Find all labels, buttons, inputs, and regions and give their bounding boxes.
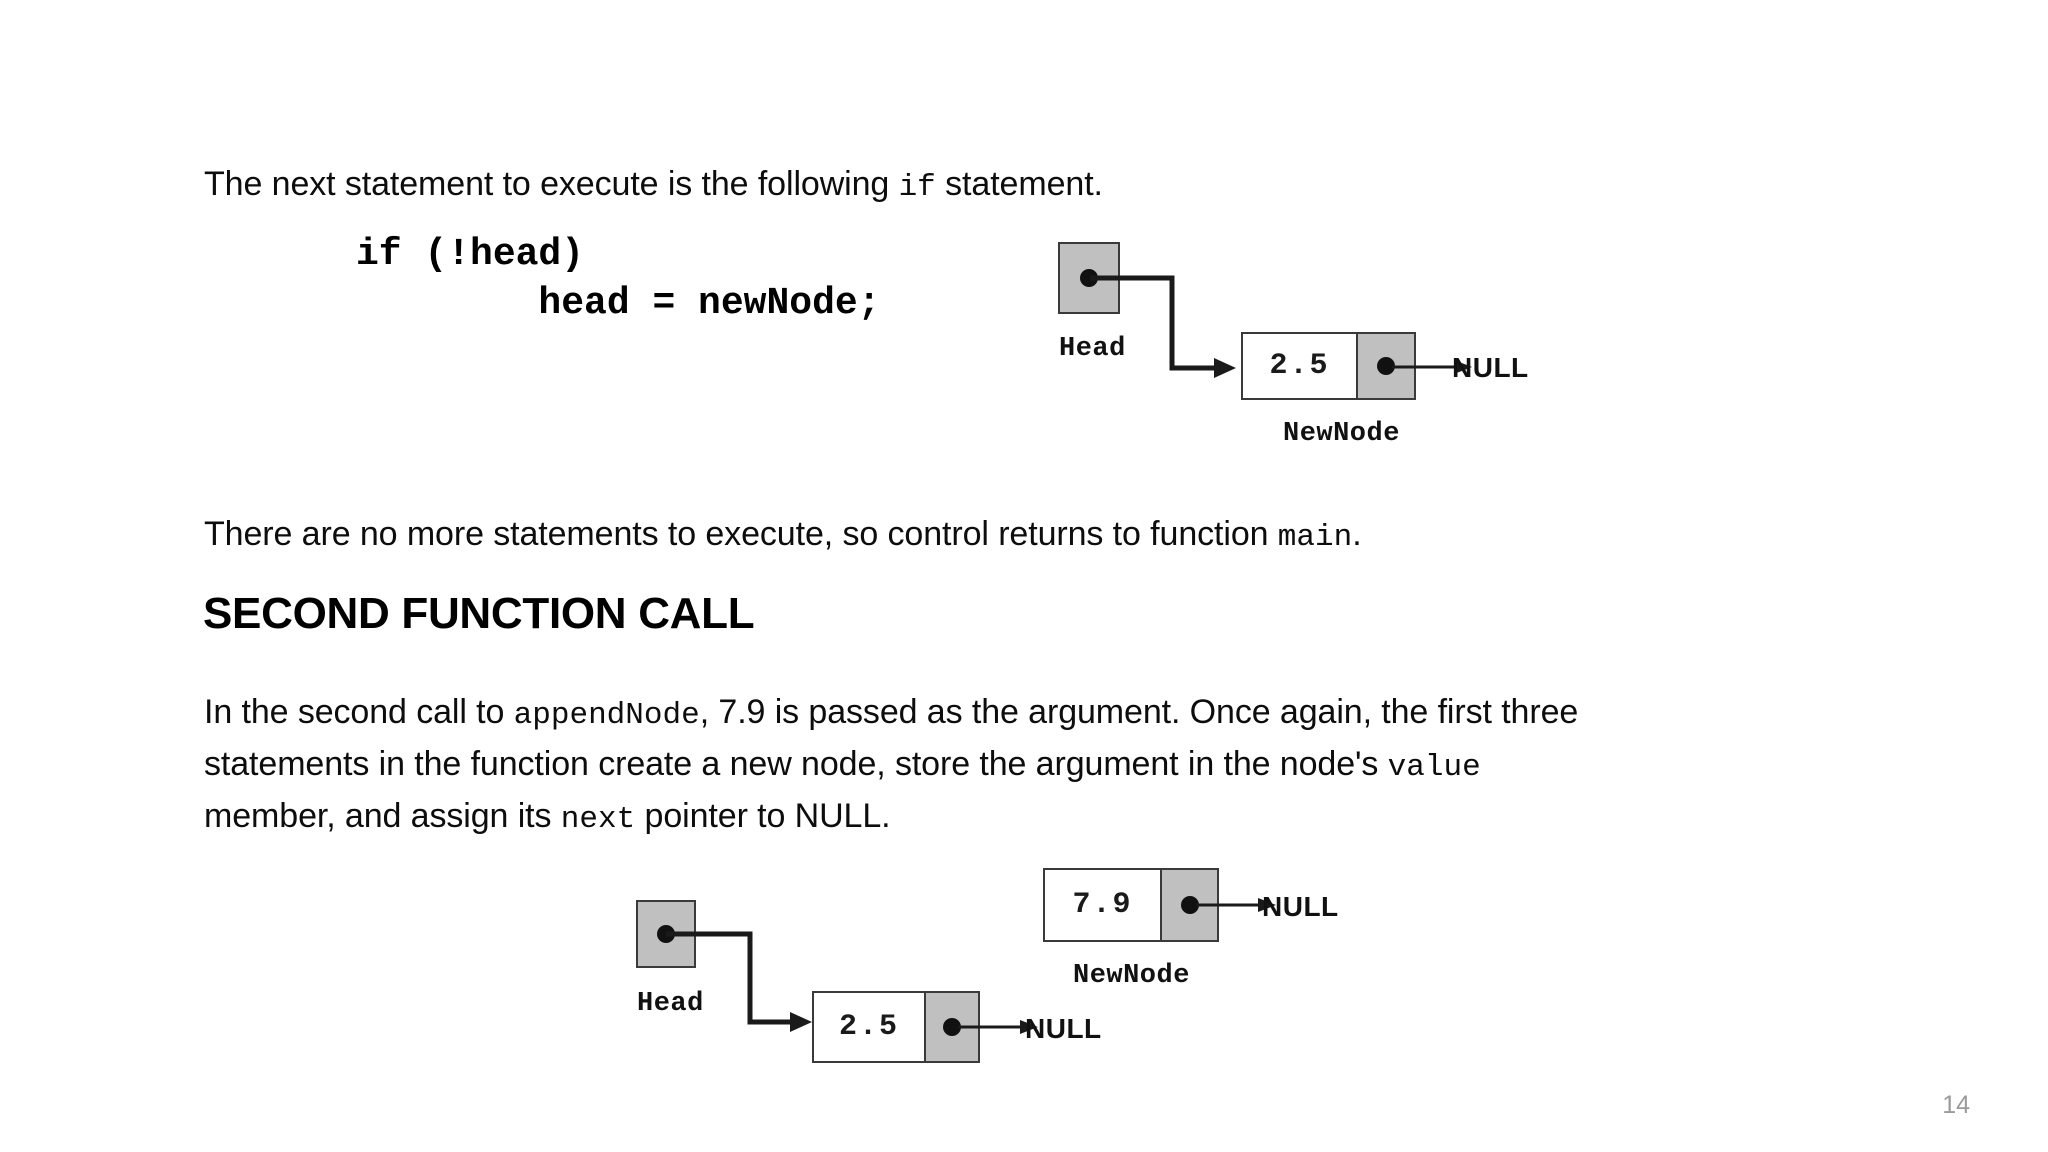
- head-label: Head: [1059, 334, 1126, 364]
- secondcall-text-part1: In the second call to: [204, 693, 514, 731]
- page-number: 14: [1942, 1091, 1970, 1119]
- node-7point9-to-null-arrow: [1196, 898, 1276, 912]
- node-box-newnode: 2.5: [1241, 332, 1416, 400]
- node-box-list-2point5: 2.5: [812, 991, 980, 1063]
- head-label-2: Head: [637, 989, 704, 1019]
- head-pointer-dot: [1080, 269, 1098, 287]
- node-value-cell-7point9: 7.9: [1045, 870, 1160, 940]
- inline-code-next: next: [560, 802, 636, 837]
- node-2point5-to-null-arrow: [958, 1020, 1038, 1034]
- secondcall-text-part4: pointer to NULL.: [635, 797, 891, 835]
- null-label-new-node: NULL: [1262, 891, 1339, 922]
- code-line-1: if (!head): [356, 233, 585, 276]
- inline-code-main: main: [1277, 520, 1353, 555]
- secondcall-text-part3: member, and assign its: [204, 797, 561, 835]
- secondcall-text-part2: , 7.9 is passed as the argument. Once ag…: [204, 693, 1579, 783]
- inline-code-appendnode: appendNode: [513, 698, 700, 733]
- node-box-newnode-2: 7.9: [1043, 868, 1219, 942]
- returns-text-part2: .: [1352, 515, 1362, 553]
- returns-text-part1: There are no more statements to execute,…: [204, 515, 1278, 553]
- paragraph-intro: The next statement to execute is the fol…: [204, 160, 1604, 212]
- newnode-label-2: NewNode: [1073, 961, 1190, 991]
- inline-code-if: if: [898, 170, 936, 205]
- node-pointer-dot-7point9: [1180, 896, 1199, 914]
- node-value-cell-2point5: 2.5: [814, 993, 924, 1061]
- null-label-list-node: NULL: [1025, 1013, 1102, 1044]
- section-heading: SECOND FUNCTION CALL: [203, 589, 755, 638]
- intro-text-part2: statement.: [935, 165, 1103, 203]
- null-label: NULL: [1452, 352, 1529, 383]
- node-pointer-dot: [1377, 357, 1395, 375]
- newnode-label: NewNode: [1283, 419, 1400, 449]
- node-to-null-arrow: [1392, 360, 1472, 374]
- paragraph-returns: There are no more statements to execute,…: [204, 510, 1704, 562]
- node-pointer-dot-2point5: [943, 1018, 961, 1036]
- head-to-node-connector-2: [666, 931, 812, 1032]
- paragraph-second-call: In the second call to appendNode, 7.9 is…: [204, 688, 1604, 844]
- head-to-node-connector: [1090, 275, 1236, 378]
- inline-code-value: value: [1387, 750, 1481, 785]
- intro-text-part1: The next statement to execute is the fol…: [204, 165, 899, 203]
- code-line-2: head = newNode;: [356, 282, 881, 325]
- code-block: if (!head) head = newNode;: [356, 230, 881, 328]
- node-value-cell: 2.5: [1243, 334, 1356, 398]
